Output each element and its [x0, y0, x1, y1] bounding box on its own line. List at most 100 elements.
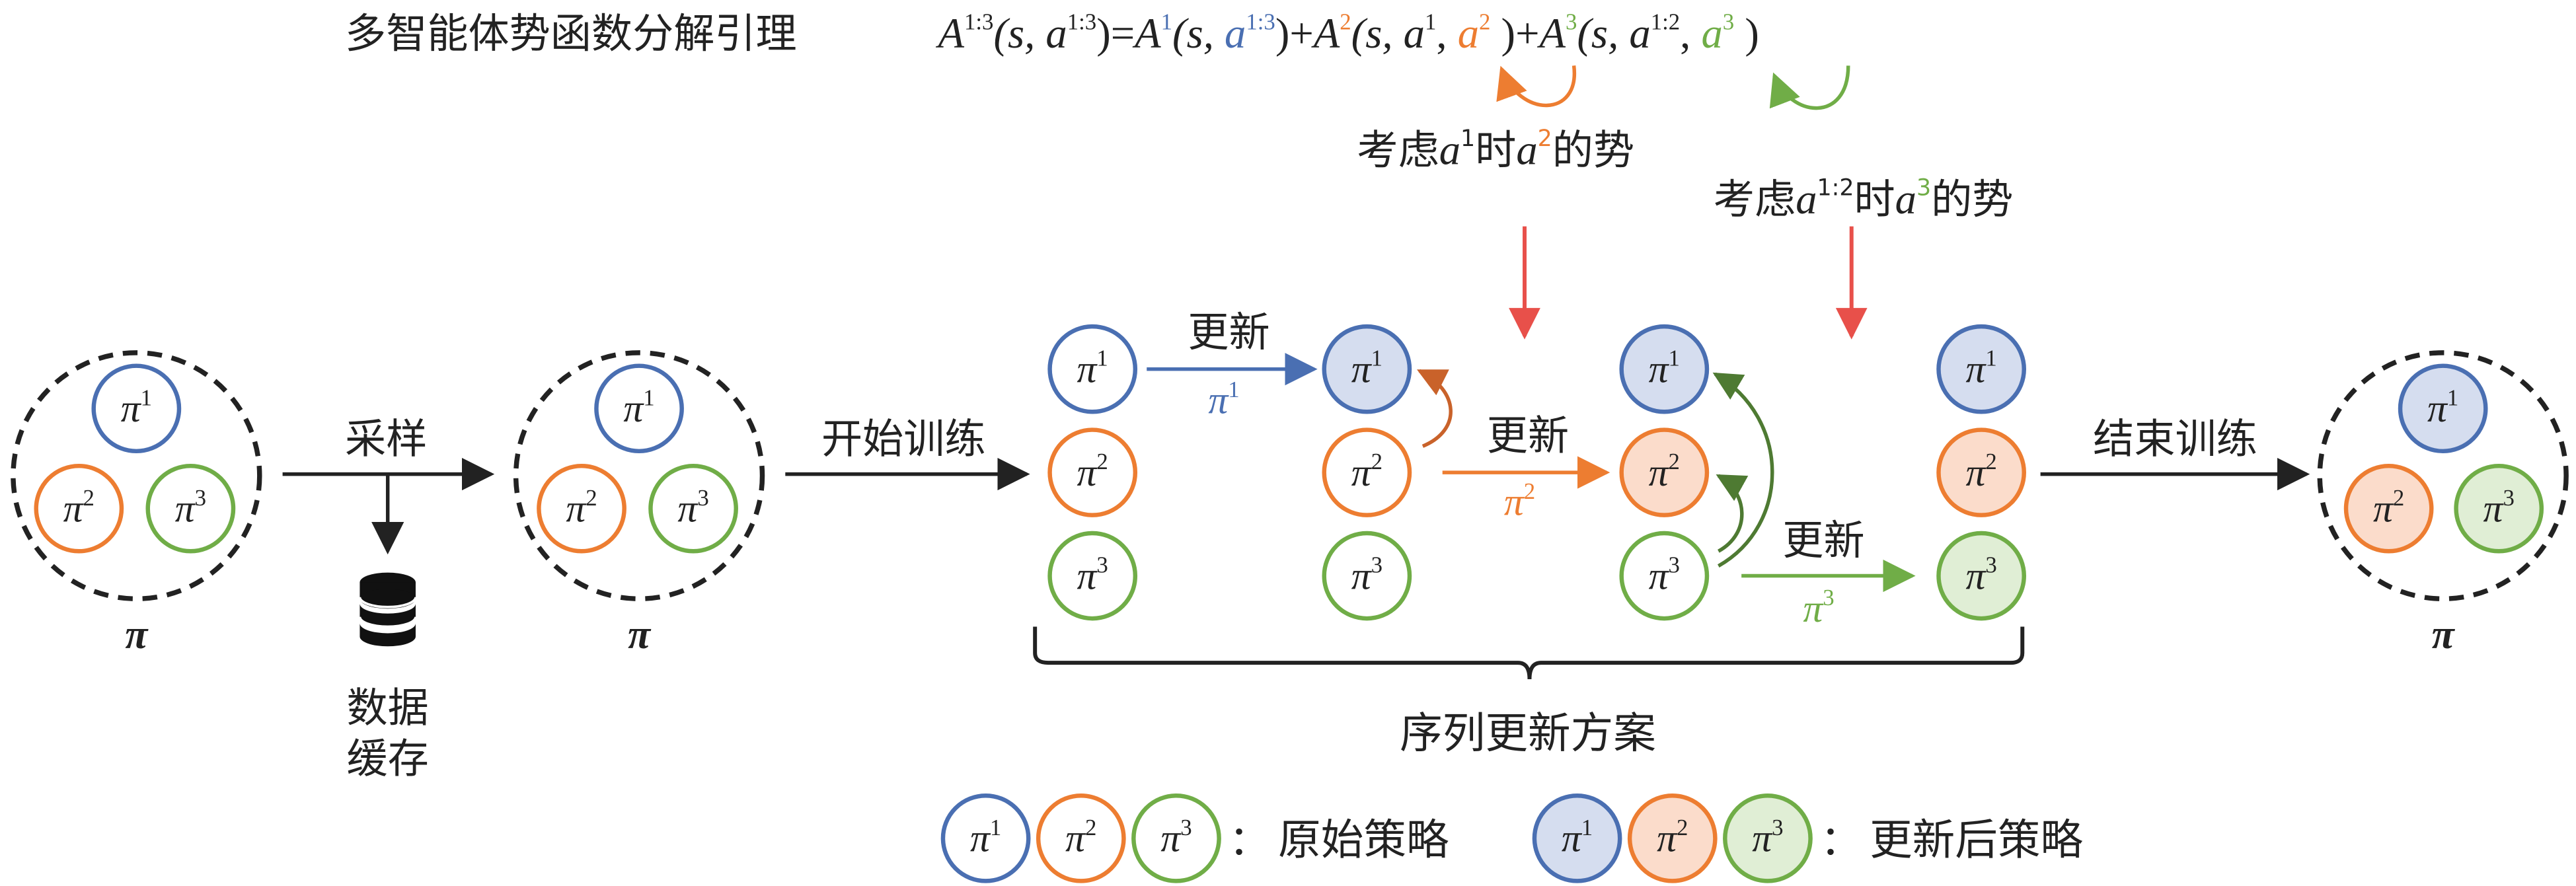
svg-text:π1: π1 — [1351, 346, 1383, 391]
data-buffer-label-2: 缓存 — [347, 735, 429, 783]
svg-text:π3: π3 — [2483, 485, 2515, 531]
svg-text:π3: π3 — [1752, 815, 1783, 860]
joint-policy-label: π — [2432, 612, 2456, 657]
dependency-arrow-a2 — [1496, 65, 1577, 108]
legend-updated-label: 更新后策略 — [1870, 816, 2083, 866]
legend-original-label: 原始策略 — [1278, 816, 1449, 866]
step0-policy-1: π1 — [1047, 324, 1138, 414]
legend-node-2 — [1627, 794, 1718, 883]
policy-node-1-final-group: π1 — [2398, 363, 2488, 454]
policy-node — [1936, 531, 2026, 621]
update-policy-label-1: π1 — [1208, 377, 1239, 422]
policy-node — [2343, 463, 2434, 554]
legend-original-policy: π1 π2 π3 ： 原始策略 — [940, 794, 1449, 883]
policy-node — [34, 463, 124, 554]
legend-node-3 — [1131, 794, 1221, 883]
joint-policy-boundary-sampled — [513, 350, 765, 602]
policy-node — [91, 363, 182, 454]
legend-updated-policy: π1 π2 π3 ： 更新后策略 — [1532, 794, 2083, 883]
end-training-label: 结束训练 — [2093, 414, 2257, 462]
decomposition-formula: A1:3(s, a1:3)=A1(s, a1:3)+A2(s, a1, a2 )… — [936, 9, 1759, 57]
policy-node — [537, 463, 626, 554]
condition-arrow-3-on-2 — [1716, 474, 1749, 553]
svg-text:π1: π1 — [2427, 385, 2458, 430]
policy-node — [1936, 324, 2026, 414]
legend-node-2 — [1036, 794, 1126, 883]
svg-text:π2: π2 — [1965, 449, 1996, 494]
policy-node-1-sampled-group: π1 — [594, 363, 684, 454]
step1-policy-2: π2 — [1322, 427, 1412, 517]
joint-policy-boundary-final — [2317, 350, 2569, 602]
policy-node — [1047, 531, 1138, 621]
svg-text:π1: π1 — [970, 815, 1001, 860]
update-policy-label-3: π3 — [1803, 585, 1834, 630]
legend-colon: ： — [1820, 817, 1861, 865]
policy-node — [648, 463, 738, 554]
policy-node — [2398, 363, 2488, 454]
update-label-1: 更新 — [1188, 308, 1269, 356]
policy-node — [1047, 324, 1138, 414]
step0-policy-2: π2 — [1047, 427, 1138, 517]
svg-text:π3: π3 — [1351, 552, 1383, 598]
policy-node-2-initial-group: π2 — [34, 463, 124, 554]
step2-policy-3: π3 — [1619, 531, 1710, 621]
condition-arrow-3-on-1 — [1712, 372, 1774, 568]
svg-text:π2: π2 — [566, 485, 597, 531]
svg-text:π3: π3 — [1077, 552, 1108, 598]
dependency-arrow-a3 — [1769, 65, 1850, 110]
annotation-potential-a2: 考虑a1时a2的势 — [1357, 126, 1634, 174]
policy-node-3-initial-group: π3 — [145, 463, 236, 554]
step3-policy-2: π2 — [1936, 427, 2026, 517]
update-policy-label-2: π2 — [1504, 478, 1535, 524]
step2-policy-2: π2 — [1619, 427, 1710, 517]
joint-policy-label: π — [628, 612, 652, 657]
policy-node-3-sampled-group: π3 — [648, 463, 738, 554]
legend-node-1 — [1532, 794, 1622, 883]
svg-text:π1: π1 — [1077, 346, 1108, 391]
joint-policy-label: π — [125, 612, 149, 657]
scheme-brace — [1033, 626, 2025, 680]
legend-node-1 — [940, 794, 1031, 883]
step0-policy-3: π3 — [1047, 531, 1138, 621]
svg-text:π1: π1 — [1965, 346, 1996, 391]
svg-text:π1: π1 — [1649, 346, 1680, 391]
svg-text:π2: π2 — [1351, 449, 1383, 494]
policy-node — [145, 463, 236, 554]
svg-text:π2: π2 — [2373, 485, 2404, 531]
svg-text:π1: π1 — [1562, 815, 1593, 860]
policy-node — [1936, 427, 2026, 517]
policy-node-2-sampled-group: π2 — [537, 463, 626, 554]
policy-node-3-final-group: π3 — [2454, 463, 2544, 554]
step1-policy-3: π3 — [1322, 531, 1412, 621]
svg-text:π2: π2 — [63, 485, 95, 531]
start-training-label: 开始训练 — [821, 414, 986, 462]
step3-policy-1: π1 — [1936, 324, 2026, 414]
database-icon — [358, 572, 417, 647]
policy-node — [594, 363, 684, 454]
policy-node — [1619, 324, 1710, 414]
svg-text:π1: π1 — [121, 385, 152, 430]
step3-policy-3: π3 — [1936, 531, 2026, 621]
update-label-3: 更新 — [1782, 516, 1864, 564]
svg-text:π1: π1 — [623, 385, 654, 430]
legend-colon: ： — [1229, 817, 1270, 865]
svg-text:π3: π3 — [175, 485, 206, 531]
step1-policy-1: π1 — [1322, 324, 1412, 414]
svg-text:π2: π2 — [1065, 815, 1096, 860]
svg-text:π3: π3 — [677, 485, 708, 531]
policy-node — [1322, 324, 1412, 414]
policy-node-1-initial-group: π1 — [91, 363, 182, 454]
update-label-2: 更新 — [1487, 411, 1569, 459]
svg-text:π3: π3 — [1649, 552, 1680, 598]
policy-node-2-final-group: π2 — [2343, 463, 2434, 554]
scheme-label: 序列更新方案 — [1400, 709, 1656, 758]
step2-policy-1: π1 — [1619, 324, 1710, 414]
lemma-title: 多智能体势函数分解引理 — [345, 9, 797, 57]
policy-node — [2454, 463, 2544, 554]
legend-node-3 — [1723, 794, 1813, 883]
policy-node — [1047, 427, 1138, 517]
policy-node — [1322, 427, 1412, 517]
joint-policy-boundary-initial — [11, 350, 262, 602]
